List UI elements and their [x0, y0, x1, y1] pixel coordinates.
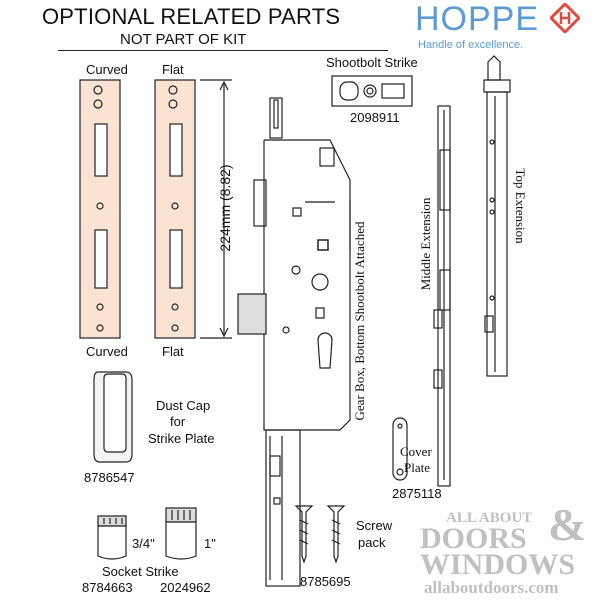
gearbox-body [237, 97, 351, 587]
cover-plate [392, 417, 408, 481]
curved-label-bottom: Curved [86, 344, 128, 359]
dust-cap-line1: Dust Cap [156, 398, 211, 413]
top-extension-bar [483, 55, 511, 377]
watermark-line3: WINDOWS [420, 548, 576, 581]
page-subtitle: NOT PART OF KIT [120, 31, 247, 48]
socket-strike-part-b: 2024962 [160, 580, 211, 595]
dimension-label: 224mm (8.82) [217, 164, 233, 252]
shootbolt-strike-label: Shootbolt Strike [326, 55, 418, 70]
screw-pack-line2: pack [358, 535, 386, 550]
watermark-line1: ALL ABOUT [446, 510, 533, 526]
socket-size-a: 3/4" [132, 536, 155, 551]
socket-strike-label: Socket Strike [102, 564, 179, 579]
dust-cap-line2: for [170, 414, 186, 429]
cover-plate-line1: Cover [400, 444, 432, 459]
watermark-line2: DOORS [420, 522, 527, 555]
socket-size-b: 1" [204, 536, 216, 551]
flat-label-bottom: Flat [162, 344, 184, 359]
header-divider [58, 50, 388, 51]
middle-extension-label: Middle Extension [418, 197, 433, 291]
shootbolt-strike-part: 2098911 [350, 110, 400, 125]
gearbox-label: Gear Box, Bottom Shootbolt Attached [352, 221, 367, 421]
brand-name: HOPPE [415, 0, 540, 38]
cover-plate-line2: Plate [404, 460, 430, 475]
watermark-url: allaboutdoors.com [424, 578, 559, 597]
dimension-line [200, 79, 232, 339]
screw-pack-drawing [294, 505, 346, 564]
screw-pack-part: 8785695 [300, 574, 351, 589]
watermark-amp: & [548, 499, 587, 550]
flat-label: Flat [162, 62, 184, 77]
socket-strike-a [97, 515, 127, 560]
flat-strike-plate [154, 79, 196, 339]
cover-plate-part: 2875118 [392, 486, 442, 501]
dust-cap-part: 8786547 [84, 470, 135, 485]
dust-cap-line3: Strike Plate [148, 431, 215, 446]
shootbolt-strike [331, 75, 413, 107]
brand-logo [548, 1, 582, 35]
curved-label: Curved [86, 62, 128, 77]
curved-strike-plate [79, 79, 121, 339]
top-extension-label: Top Extension [513, 168, 528, 244]
screw-pack-line1: Screw [356, 518, 393, 533]
page-title: OPTIONAL RELATED PARTS [42, 4, 341, 29]
brand-tagline: Handle of excellence. [418, 39, 524, 51]
middle-extension-bar [433, 105, 451, 487]
dust-cap [93, 371, 133, 463]
socket-strike-b [165, 507, 197, 560]
socket-strike-part-a: 8784663 [82, 580, 133, 595]
